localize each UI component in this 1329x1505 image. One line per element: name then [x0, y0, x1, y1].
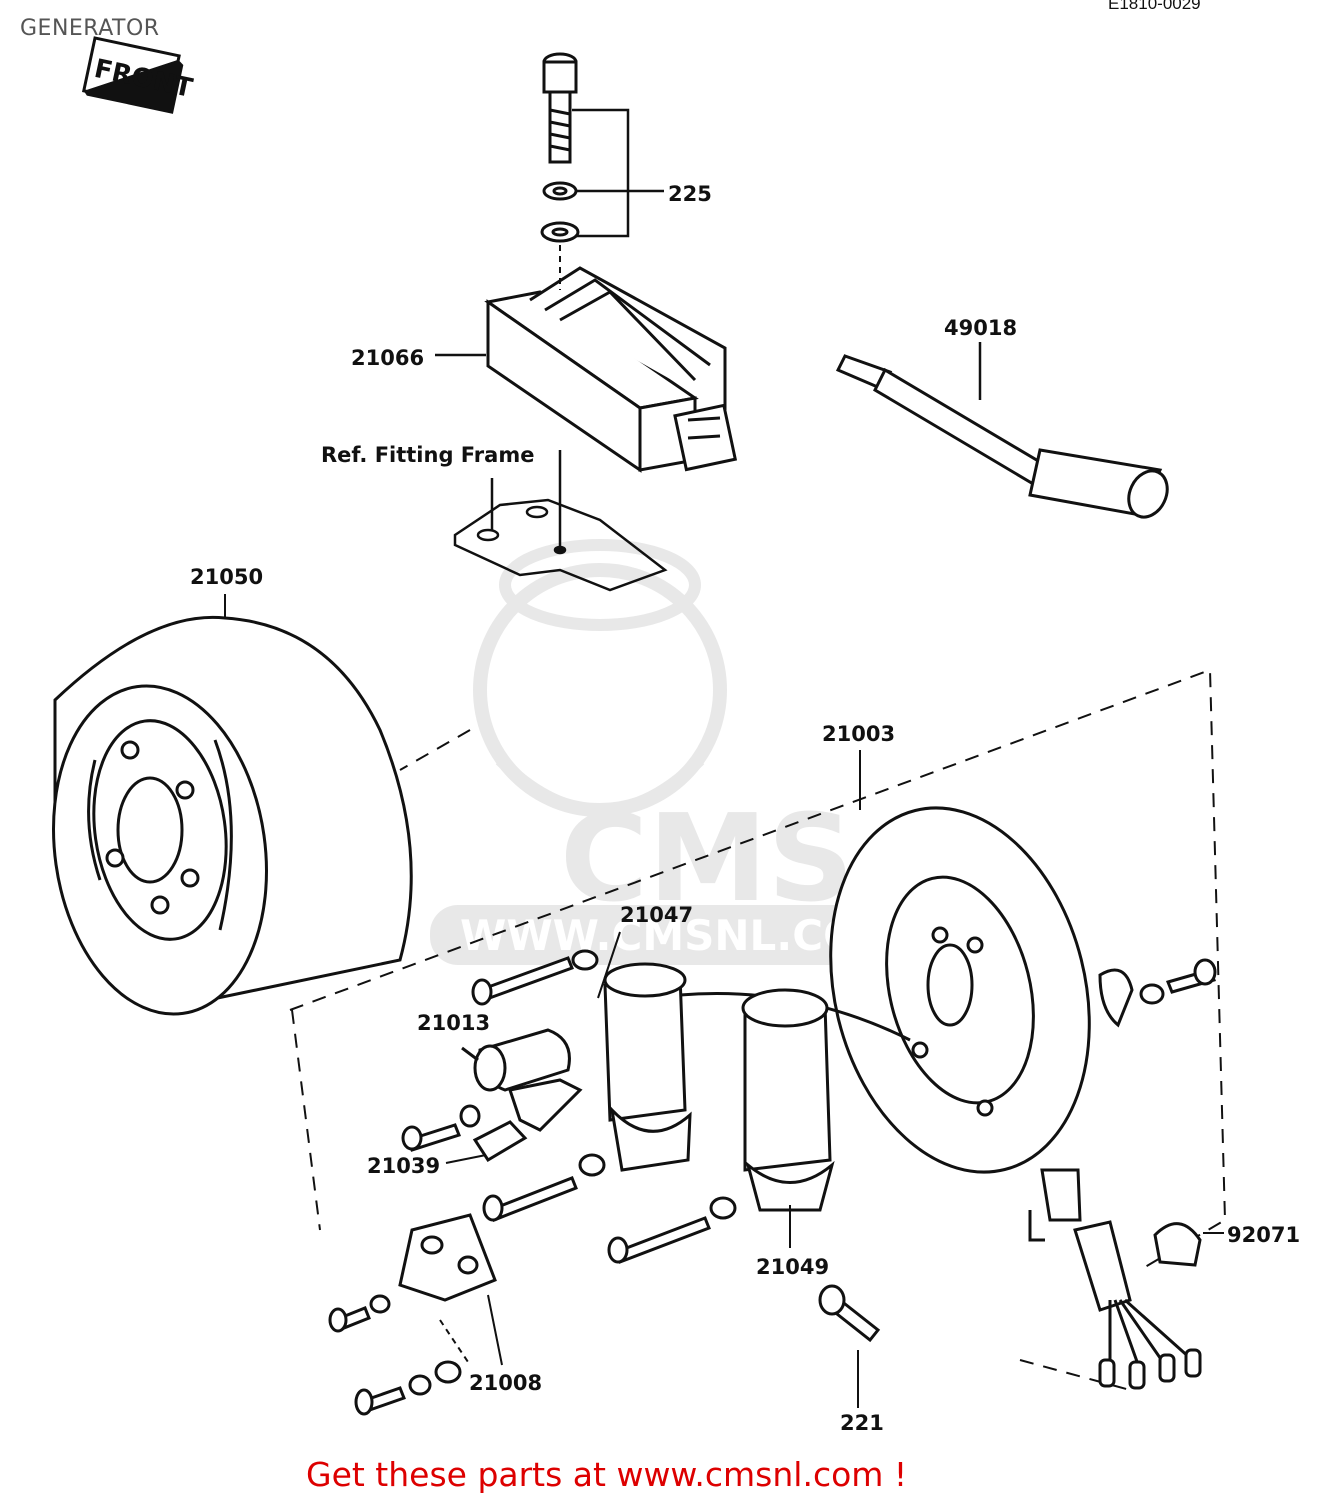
screws — [471, 949, 1217, 1264]
contact-breaker-21008 — [328, 1213, 497, 1416]
label-21008: 21008 — [469, 1371, 542, 1395]
assembly-outline — [289, 668, 1227, 1391]
points-parts-21039 — [401, 1104, 528, 1163]
condenser-21013 — [461, 1028, 583, 1132]
diagram-ref-code: E1810-0029 — [1108, 0, 1201, 13]
label-92071: 92071 — [1227, 1223, 1300, 1247]
label-21066: 21066 — [351, 346, 424, 370]
label-221: 221 — [840, 1411, 884, 1435]
screw-221 — [818, 1284, 881, 1343]
label-21047: 21047 — [620, 903, 693, 927]
grommet-92071 — [1153, 1222, 1202, 1267]
label-ref-fitting-frame: Ref. Fitting Frame — [321, 443, 534, 467]
front-marker: FRONT — [81, 36, 195, 114]
label-49018: 49018 — [944, 316, 1017, 340]
cms-watermark: CMS WWW.CMSNL.COM — [430, 539, 901, 965]
fitting-frame — [453, 450, 668, 592]
label-21013: 21013 — [417, 1011, 490, 1035]
bracket-225 — [572, 108, 664, 238]
watermark-brand: CMS — [560, 790, 854, 929]
label-21039: 21039 — [367, 1154, 440, 1178]
page-title: GENERATOR — [20, 16, 160, 41]
wiring-harness — [1028, 1168, 1202, 1390]
bolt-225 — [540, 52, 580, 243]
stator-plate-21003 — [829, 806, 1091, 1174]
regulator-21066 — [484, 266, 738, 473]
get-parts-link[interactable]: Get these parts at www.cmsnl.com ! — [306, 1455, 908, 1494]
watermark-url: WWW.CMSNL.COM — [460, 911, 901, 960]
leader-21008 — [439, 1294, 503, 1366]
puller-49018 — [835, 354, 1169, 519]
label-225: 225 — [668, 182, 712, 206]
label-21049: 21049 — [756, 1255, 829, 1279]
label-21003: 21003 — [822, 722, 895, 746]
coil-21049 — [741, 988, 835, 1212]
rotor-21050 — [52, 615, 413, 1016]
label-21050: 21050 — [190, 565, 263, 589]
leader-21039 — [445, 1154, 487, 1164]
leader-21047 — [597, 931, 621, 999]
coil-21047 — [603, 962, 911, 1172]
